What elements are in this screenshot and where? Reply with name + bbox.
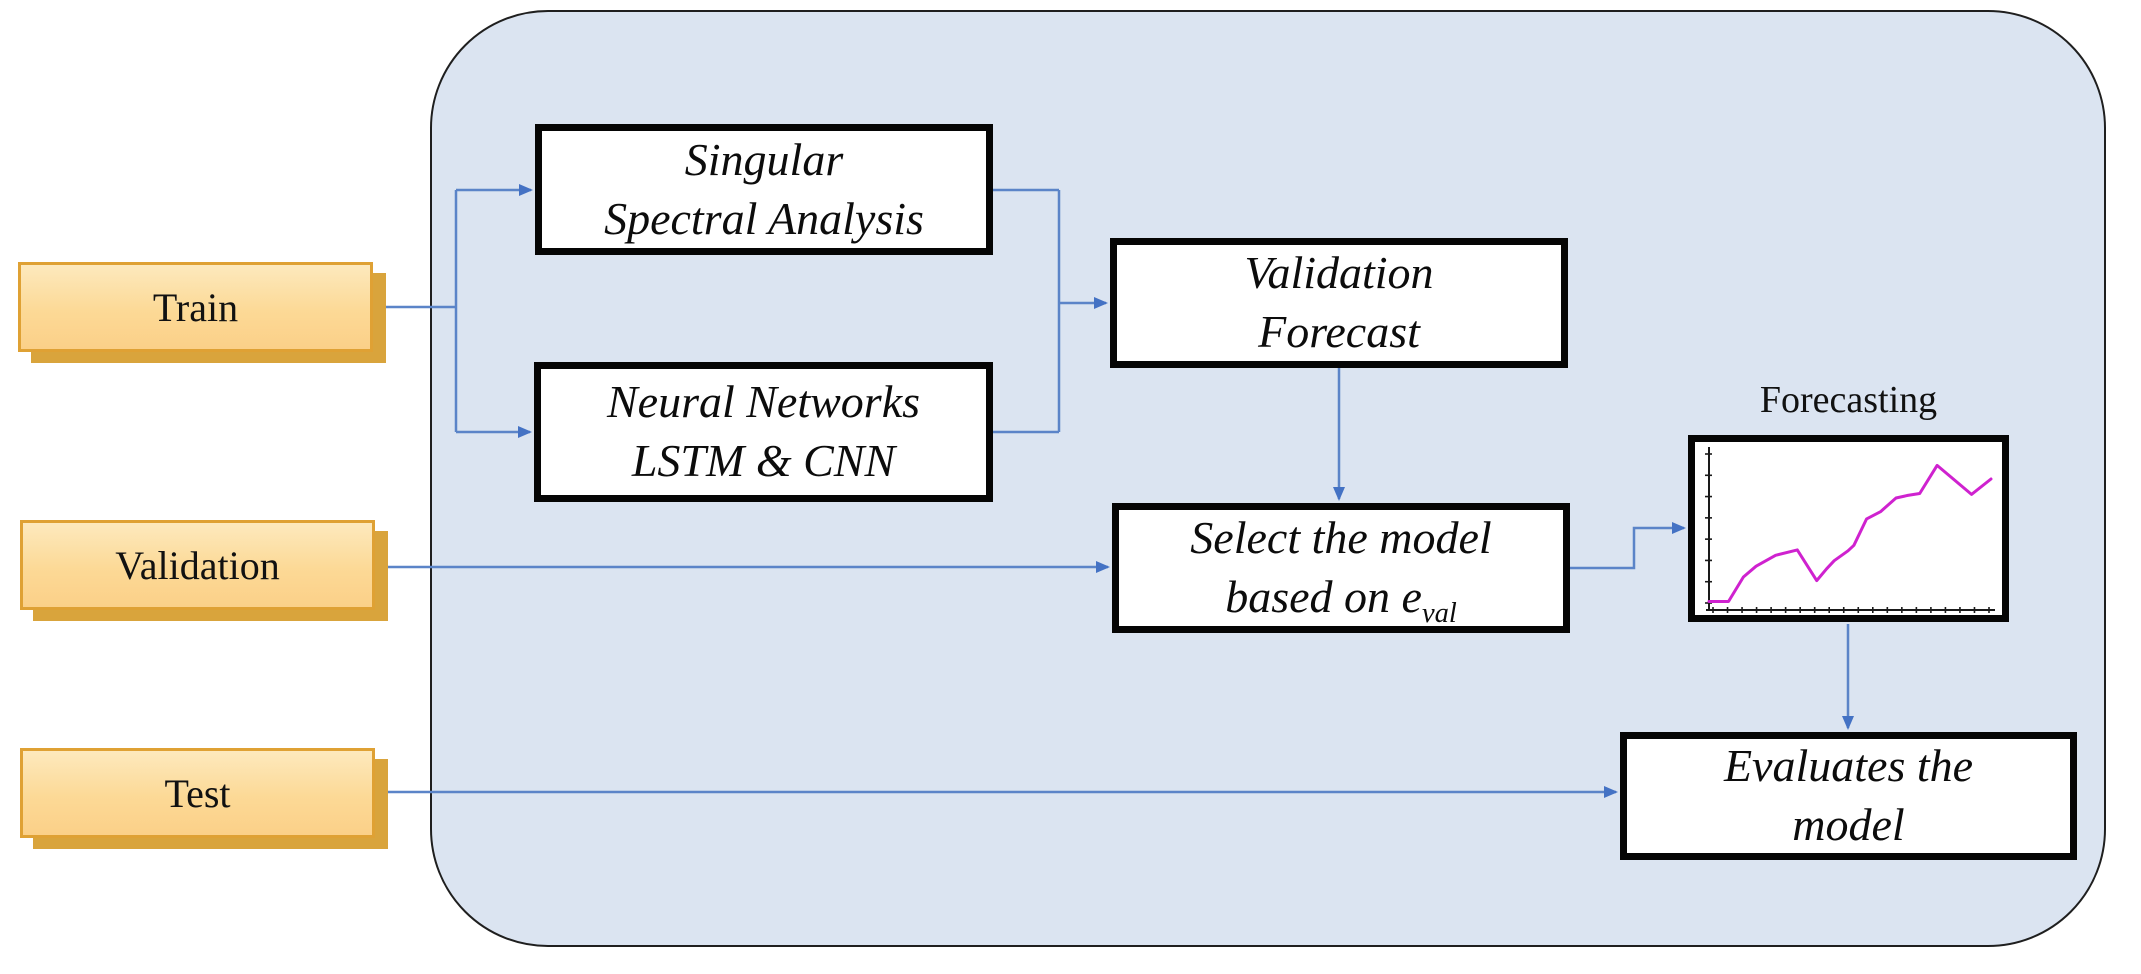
forecast-chart-title: Forecasting <box>1759 379 1938 421</box>
node-evaluates-model: Evaluates the model <box>1620 732 2077 860</box>
node-label-line: model <box>1792 799 1905 850</box>
node-singular-spectral-analysis: Singular Spectral Analysis <box>535 124 993 255</box>
node-label-line: Forecast <box>1258 306 1420 357</box>
connector-select-to-chart <box>1570 522 1686 570</box>
node-test: Test <box>20 748 375 838</box>
node-test-label: Test <box>164 770 231 816</box>
node-train: Train <box>18 262 373 352</box>
node-train-label: Train <box>152 284 239 330</box>
node-label-line: Select the model <box>1190 512 1492 564</box>
node-label-line: Singular <box>684 133 844 185</box>
node-label-eval-prefix: based on e <box>1225 571 1422 622</box>
forecast-line-chart <box>1705 447 1995 613</box>
node-validation: Validation <box>20 520 375 610</box>
node-label-eval-subscript: val <box>1421 598 1457 630</box>
node-validation-label: Validation <box>115 542 280 588</box>
node-label-line: Spectral Analysis <box>604 192 924 244</box>
node-select-model: Select the model based on eval <box>1112 503 1570 633</box>
node-label-line: based on eval <box>1225 568 1457 630</box>
node-label-line: Neural Networks <box>606 376 921 428</box>
node-label-line: Validation <box>1244 247 1434 299</box>
forecast-chart <box>1688 435 2009 622</box>
node-validation-forecast: Validation Forecast <box>1110 238 1568 368</box>
node-label-line: LSTM & CNN <box>631 435 896 486</box>
node-neural-networks: Neural Networks LSTM & CNN <box>534 362 993 502</box>
node-label-line: Evaluates the <box>1723 740 1974 792</box>
